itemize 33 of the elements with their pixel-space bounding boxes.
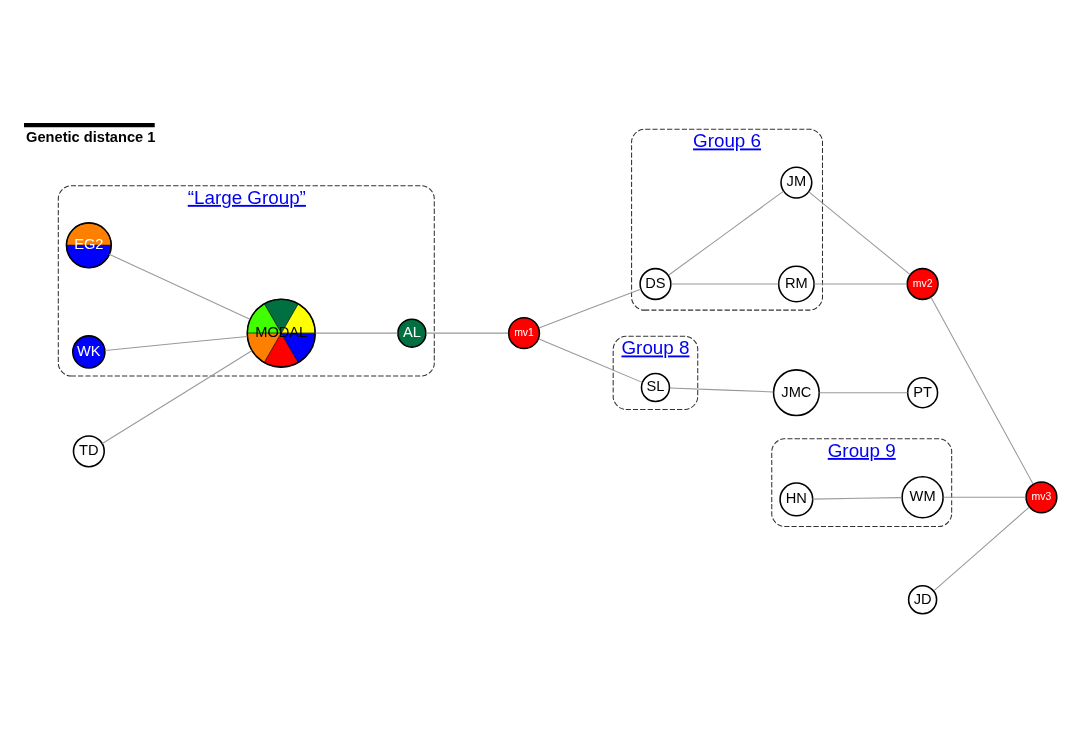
node-circle: WM [901, 475, 944, 519]
node-circle: SL [640, 372, 671, 402]
connector [669, 387, 774, 392]
connector [813, 282, 908, 285]
connector [930, 296, 1034, 484]
node-circle: mv2 [906, 267, 939, 300]
connector [670, 282, 779, 285]
connector [812, 496, 903, 500]
connector [933, 506, 1030, 591]
node-circle: mv3 [1025, 480, 1058, 513]
node-circle: JMC [772, 368, 820, 416]
node-circle: WK [72, 334, 106, 369]
node-circle: RM [777, 265, 815, 302]
connector [314, 332, 399, 334]
legend-label: Genetic distance 1 [26, 128, 156, 145]
connector [668, 190, 784, 276]
node-circle: HN [779, 481, 814, 516]
connector [808, 190, 911, 275]
connector [101, 349, 253, 444]
node-circle: JM [780, 165, 813, 199]
node-circle: JD [907, 584, 938, 615]
connector [108, 253, 251, 320]
connector [538, 337, 643, 383]
connector [818, 391, 909, 393]
connector [425, 332, 509, 334]
connector [104, 335, 248, 351]
node-circle: DS [639, 267, 672, 300]
connector [538, 288, 642, 328]
connector [942, 496, 1027, 498]
node-circle: PT [906, 376, 939, 408]
node-circle: TD [72, 434, 105, 467]
node-circle: mv1 [507, 316, 541, 349]
node-circle: AL [397, 317, 427, 348]
